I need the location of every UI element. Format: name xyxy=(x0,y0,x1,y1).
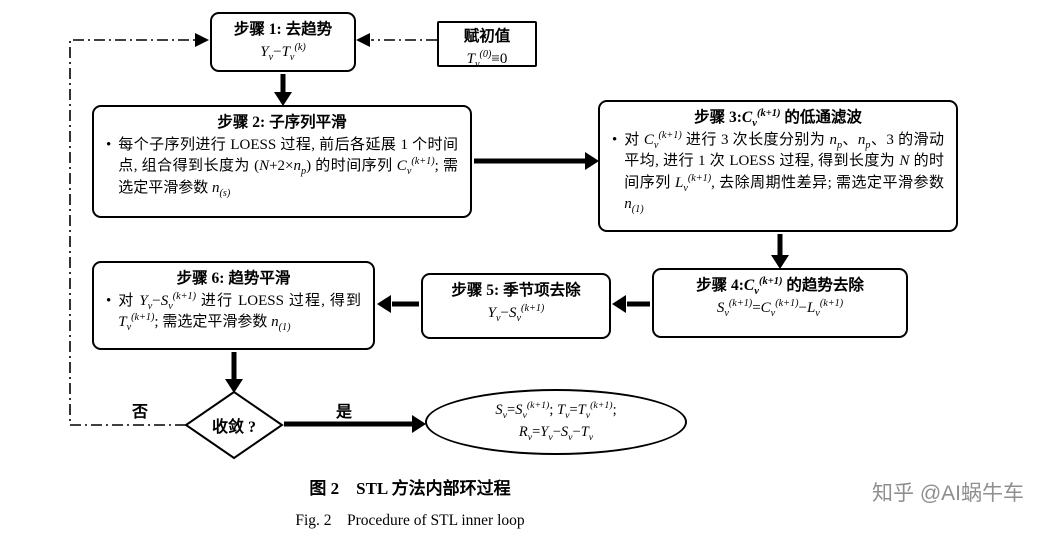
output-line2: Rv=Yv−Sv−Tv xyxy=(518,424,594,443)
step3-bullet: • 对 Cv(k+1) 进行 3 次长度分别为 np、np、3 的滑动平均, 进… xyxy=(612,130,944,215)
step6-bullet-text: 对 Yv−Sv(k+1) 进行 LOESS 过程, 得到 Tv(k+1); 需选… xyxy=(118,291,361,334)
init-formula: Tv(0)≡0 xyxy=(466,49,508,70)
step3-bullet-text: 对 Cv(k+1) 进行 3 次长度分别为 np、np、3 的滑动平均, 进行 … xyxy=(624,130,944,215)
step3-title: 步骤 3:Cv(k+1) 的低通滤波 xyxy=(694,107,862,130)
step4-box: 步骤 4:Cv(k+1) 的趋势去除 Sv(k+1)=Cv(k+1)−Lv(k+… xyxy=(652,268,908,338)
step6-box: 步骤 6: 趋势平滑 • 对 Yv−Sv(k+1) 进行 LOESS 过程, 得… xyxy=(92,261,375,350)
step3-box: 步骤 3:Cv(k+1) 的低通滤波 • 对 Cv(k+1) 进行 3 次长度分… xyxy=(598,100,958,232)
init-title: 赋初值 xyxy=(463,28,511,45)
step2-bullet: • 每个子序列进行 LOESS 过程, 前后各延展 1 个时间点, 组合得到长度… xyxy=(106,135,458,199)
arrow-step1-to-step2 xyxy=(274,74,292,106)
arrow-step2-to-step3 xyxy=(474,152,599,170)
edge-label-yes: 是 xyxy=(336,404,353,421)
step1-formula: Yv−Tv(k) xyxy=(260,42,306,63)
step2-bullet-text: 每个子序列进行 LOESS 过程, 前后各延展 1 个时间点, 组合得到长度为 … xyxy=(118,137,458,199)
step4-title: 步骤 4:Cv(k+1) 的趋势去除 xyxy=(696,275,864,298)
step2-title: 步骤 2: 子序列平滑 xyxy=(217,114,347,131)
edge-label-no: 否 xyxy=(132,404,149,421)
step5-box: 步骤 5: 季节项去除 Yv−Sv(k+1) xyxy=(421,273,611,339)
step4-formula: Sv(k+1)=Cv(k+1)−Lv(k+1) xyxy=(716,298,844,319)
feedback-loop-line xyxy=(69,33,209,426)
step5-title: 步骤 5: 季节项去除 xyxy=(451,282,581,299)
step6-bullet: • 对 Yv−Sv(k+1) 进行 LOESS 过程, 得到 Tv(k+1); … xyxy=(106,291,361,334)
bullet-icon: • xyxy=(106,293,112,309)
arrow-step4-to-step5 xyxy=(612,295,650,313)
arrow-step6-to-decision xyxy=(225,352,243,393)
init-box: 赋初值 Tv(0)≡0 xyxy=(437,21,537,70)
figure-caption: 图 2 STL 方法内部环过程 Fig. 2 Procedure of STL … xyxy=(0,474,820,530)
arrow-init-to-step1 xyxy=(356,33,437,47)
output-ellipse: Sv=Sv(k+1); Tv=Tv(k+1); Rv=Yv−Sv−Tv xyxy=(425,389,687,455)
arrow-step5-to-step6 xyxy=(377,295,419,313)
step2-box: 步骤 2: 子序列平滑 • 每个子序列进行 LOESS 过程, 前后各延展 1 … xyxy=(92,105,472,218)
step1-box: 步骤 1: 去趋势 Yv−Tv(k) xyxy=(210,12,356,72)
step5-formula: Yv−Sv(k+1) xyxy=(487,303,545,324)
caption-en: Fig. 2 Procedure of STL inner loop xyxy=(295,512,525,529)
bullet-icon: • xyxy=(612,132,618,148)
caption-zh: 图 2 STL 方法内部环过程 xyxy=(309,479,511,498)
bullet-icon: • xyxy=(106,137,112,153)
arrow-step3-to-step4 xyxy=(771,234,789,269)
output-line1: Sv=Sv(k+1); Tv=Tv(k+1); xyxy=(495,400,617,422)
decision-label: 收敛 ? xyxy=(211,419,256,436)
zhihu-watermark: 知乎 @AI蜗牛车 xyxy=(872,482,1024,505)
step1-title: 步骤 1: 去趋势 xyxy=(233,21,333,38)
arrow-decision-to-output xyxy=(284,415,426,433)
step6-title: 步骤 6: 趋势平滑 xyxy=(176,270,291,287)
